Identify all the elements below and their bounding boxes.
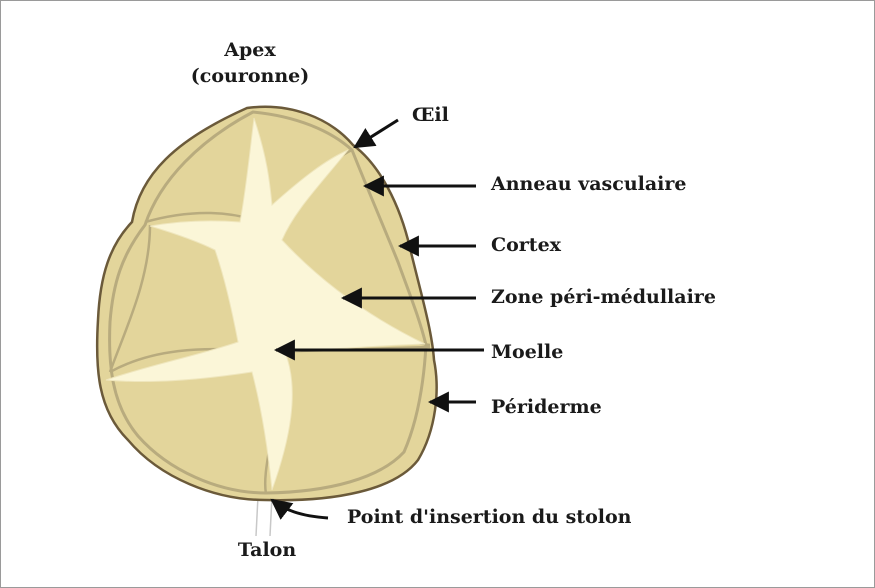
arrow-oeil [355,120,398,147]
label-anneau-vasculaire: Anneau vasculaire [490,173,686,195]
label-periderme: Périderme [491,396,602,418]
label-apex: Apex [223,39,276,61]
label-oeil: Œil [412,104,449,126]
label-cortex: Cortex [491,234,562,256]
label-point-insertion: Point d'insertion du stolon [347,506,632,528]
label-zone-peri-medullaire: Zone péri-médullaire [491,286,716,308]
stolon [256,496,272,536]
label-moelle: Moelle [491,341,563,363]
arrow-point [272,500,328,518]
label-talon: Talon [238,539,297,561]
label-couronne: (couronne) [191,65,309,87]
